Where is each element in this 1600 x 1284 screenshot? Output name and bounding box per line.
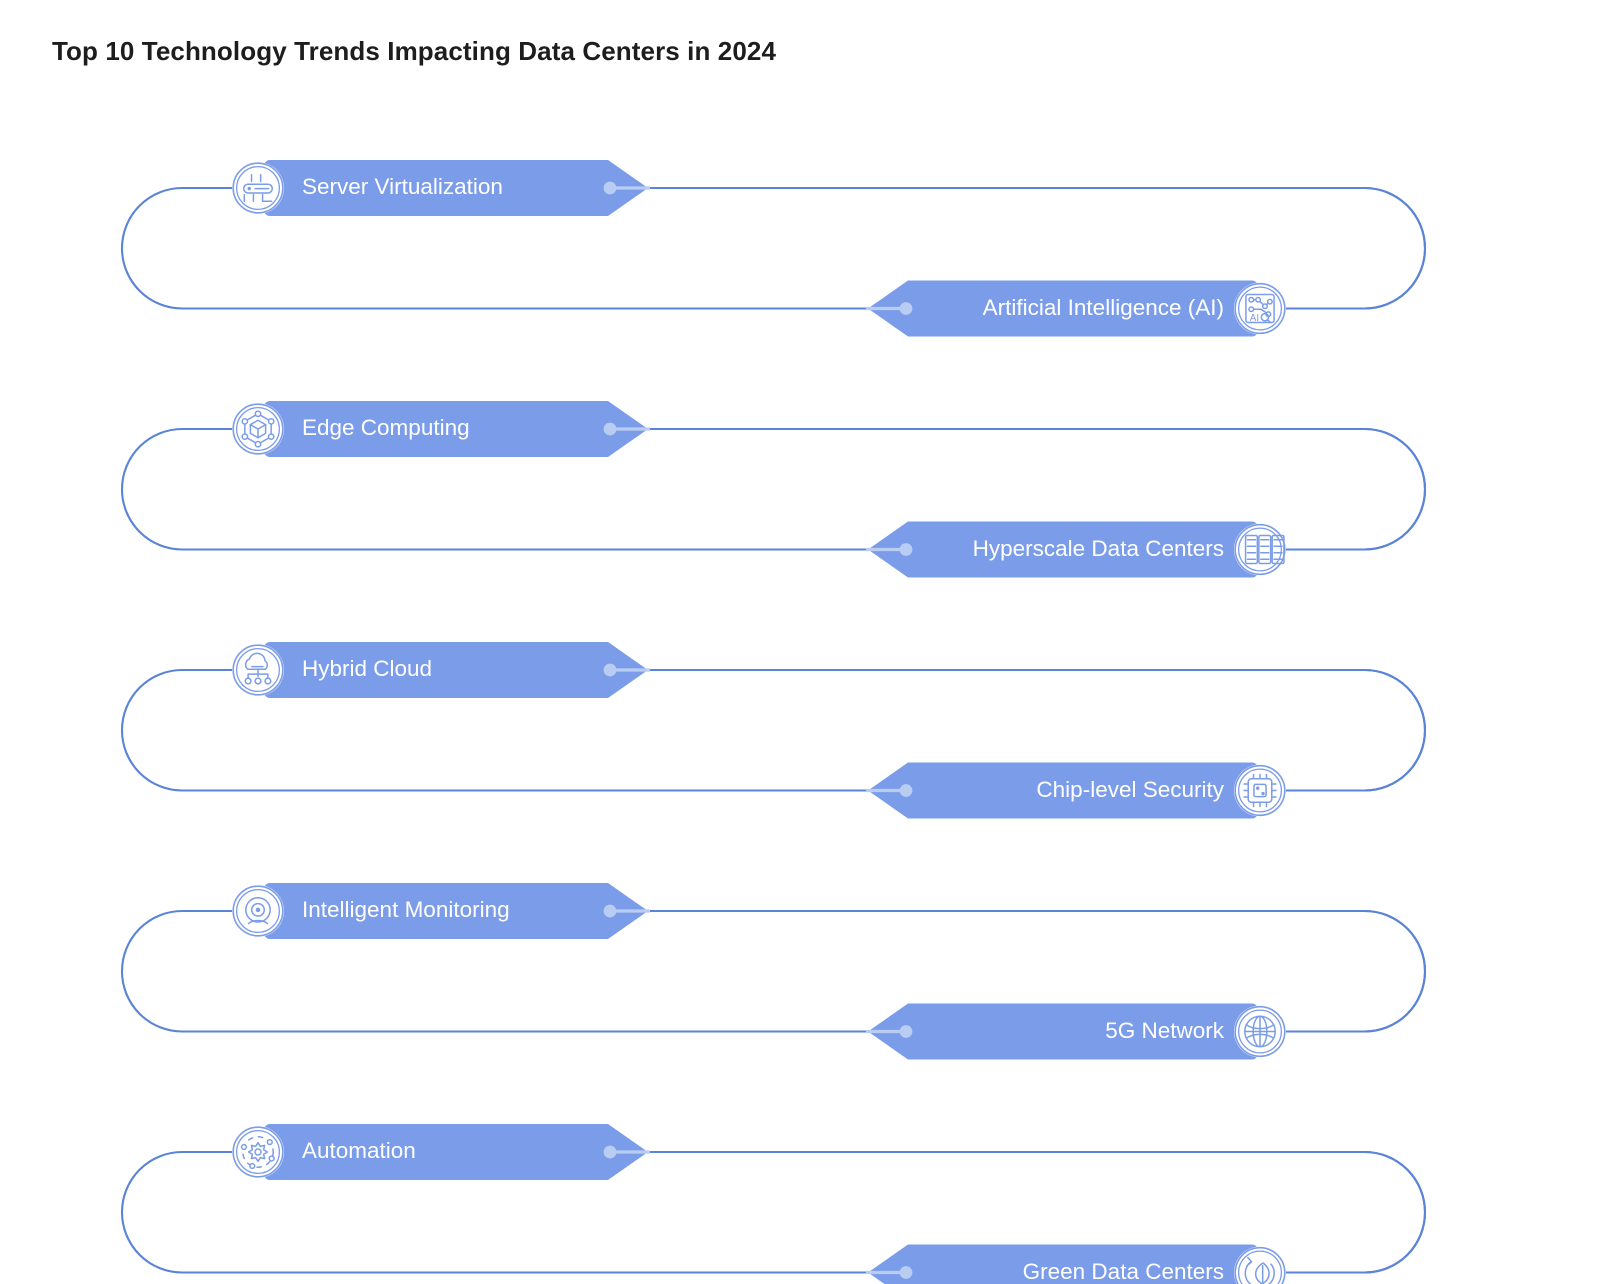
connector-dot [604, 905, 617, 918]
connector-dot [604, 664, 617, 677]
node-label: Chip-level Security [0, 779, 1224, 802]
connector-path-left-cap [122, 911, 182, 1032]
concentric-monitor-icon [232, 885, 284, 937]
node-label: Hyperscale Data Centers [0, 538, 1224, 561]
ai-chip-network-icon: AI [1234, 283, 1286, 335]
hexagon-cube-node-icon [232, 403, 284, 455]
connector-path-left-cap [122, 429, 182, 550]
connector-path-right-cap [1280, 429, 1425, 550]
infographic-canvas: Top 10 Technology Trends Impacting Data … [0, 0, 1600, 831]
node-label: Server Virtualization [302, 176, 503, 199]
node-label: Intelligent Monitoring [302, 899, 510, 922]
connector-path-left-cap [122, 188, 182, 309]
connector-layer: AI [0, 0, 1600, 831]
connector-path-right-cap [1280, 1152, 1425, 1273]
node-label: Hybrid Cloud [302, 658, 432, 681]
cpu-chip-icon [1234, 765, 1286, 817]
svg-text:AI: AI [1250, 313, 1259, 324]
server-rack-circle-icon [232, 162, 284, 214]
connector-path-right-cap [1280, 911, 1425, 1032]
cloud-network-icon [232, 644, 284, 696]
data-center-racks-icon [1234, 524, 1286, 576]
connector-dot [604, 423, 617, 436]
connector-path-right-cap [1280, 670, 1425, 791]
node-label: Automation [302, 1140, 416, 1163]
connector-path-left-cap [122, 670, 182, 791]
connector-path-right-cap [1280, 188, 1425, 309]
globe-icon [1234, 1006, 1286, 1058]
connector-dot [604, 182, 617, 195]
gear-orbit-icon [232, 1126, 284, 1178]
node-label: 5G Network [0, 1020, 1224, 1043]
connector-path-left-cap [122, 1152, 182, 1273]
node-label: Artificial Intelligence (AI) [0, 297, 1224, 320]
node-label: Edge Computing [302, 417, 470, 440]
connector-dot [604, 1146, 617, 1159]
node-label: Green Data Centers [0, 1261, 1224, 1284]
